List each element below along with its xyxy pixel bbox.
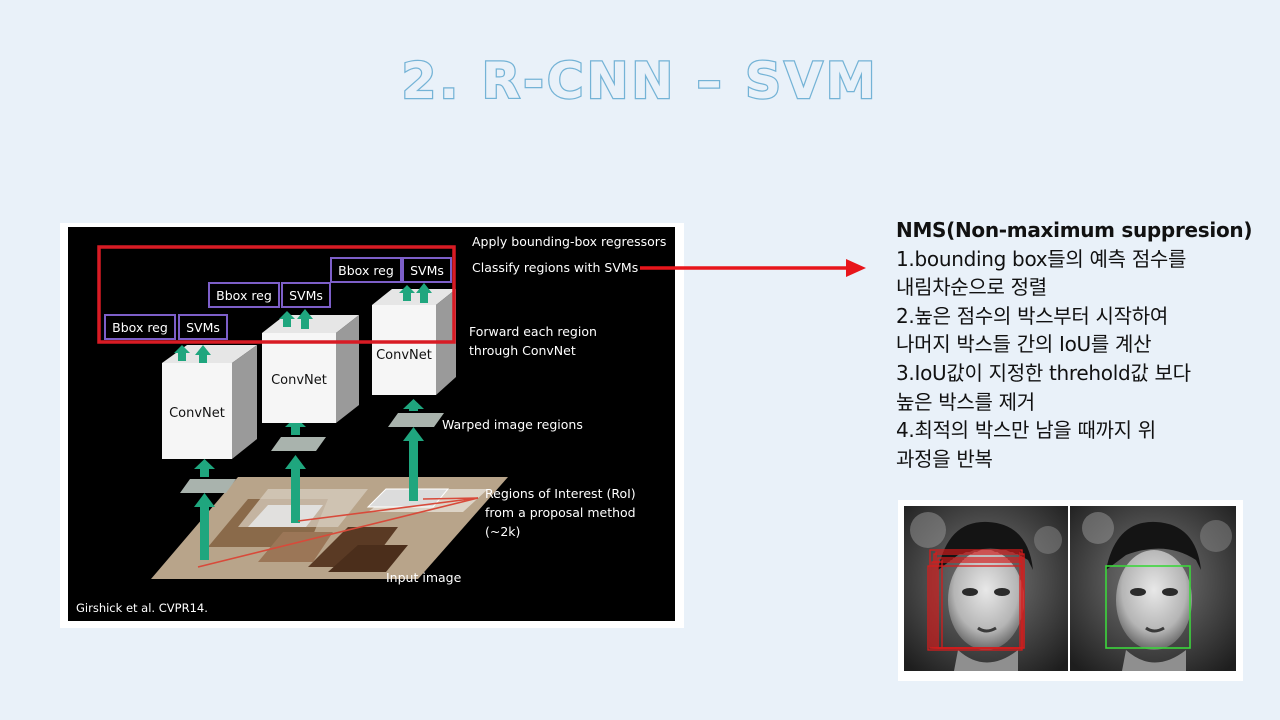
nms-description: NMS(Non-maximum suppresion) 1.bounding b… <box>896 216 1268 473</box>
arrow-input-to-warped <box>194 427 424 560</box>
rcnn-diagram: ConvNet ConvNet ConvNet <box>60 223 684 628</box>
bbox-reg-label-1: Bbox reg <box>112 320 168 335</box>
face-after-nms <box>1070 506 1236 671</box>
nms-line-3: 2.높은 점수의 박스부터 시작하여 <box>896 303 1168 328</box>
convnet-cube-3 <box>372 289 456 395</box>
candidate-boxes <box>927 549 1025 651</box>
bbox-reg-label-2: Bbox reg <box>216 288 272 303</box>
bbox-reg-label-3: Bbox reg <box>338 263 394 278</box>
citation: Girshick et al. CVPR14. <box>76 601 208 615</box>
roi-pointer-lines <box>197 497 479 568</box>
input-image <box>151 477 508 579</box>
label-roi-3: (~2k) <box>485 524 520 539</box>
nms-line-8: 과정을 반복 <box>896 446 993 471</box>
warped-region-2 <box>271 437 326 451</box>
warped-region-3 <box>388 413 444 427</box>
label-forward-2: through ConvNet <box>469 343 576 358</box>
nms-heading: NMS(Non-maximum suppresion) <box>896 218 1253 242</box>
head-boxes <box>104 257 452 340</box>
label-forward-1: Forward each region <box>469 324 597 339</box>
convnet-label-3: ConvNet <box>376 348 432 363</box>
label-apply-bbox: Apply bounding-box regressors <box>472 234 666 249</box>
label-roi-2: from a proposal method <box>485 505 636 520</box>
svm-label-2: SVMs <box>289 288 323 303</box>
rcnn-diagram-canvas: ConvNet ConvNet ConvNet <box>68 227 675 621</box>
svm-label-1: SVMs <box>186 320 220 335</box>
convnet-label-2: ConvNet <box>271 373 327 388</box>
nms-line-1: 1.bounding box들의 예측 점수를 <box>896 246 1187 271</box>
arrow-warped-to-convnet <box>194 399 424 477</box>
face-before-nms <box>904 506 1068 671</box>
page-title: 2. R-CNN – SVM <box>400 51 879 112</box>
nms-line-6: 높은 박스를 제거 <box>896 389 1035 414</box>
label-classify: Classify regions with SVMs <box>472 260 638 275</box>
nms-line-4: 나머지 박스들 간의 IoU를 계산 <box>896 332 1152 357</box>
arrow-convnet-to-heads <box>174 283 432 363</box>
svm-label-3: SVMs <box>410 263 444 278</box>
nms-example-image <box>898 500 1243 681</box>
nms-line-5: 3.IoU값이 지정한 threhold값 보다 <box>896 360 1191 385</box>
label-warped: Warped image regions <box>442 417 583 432</box>
convnet-cube-1 <box>162 345 257 459</box>
convnet-cube-2 <box>262 315 359 423</box>
nms-line-2: 내림차순으로 정렬 <box>896 275 1047 300</box>
convnet-label-1: ConvNet <box>169 406 225 421</box>
label-input-image: Input image <box>386 570 462 585</box>
warped-region-1 <box>180 479 236 493</box>
label-roi-1: Regions of Interest (RoI) <box>485 486 636 501</box>
highlight-frame <box>97 245 456 344</box>
selected-box <box>1105 565 1191 649</box>
nms-line-7: 4.최적의 박스만 남을 때까지 위 <box>896 418 1156 443</box>
nms-example-canvas <box>904 506 1236 671</box>
